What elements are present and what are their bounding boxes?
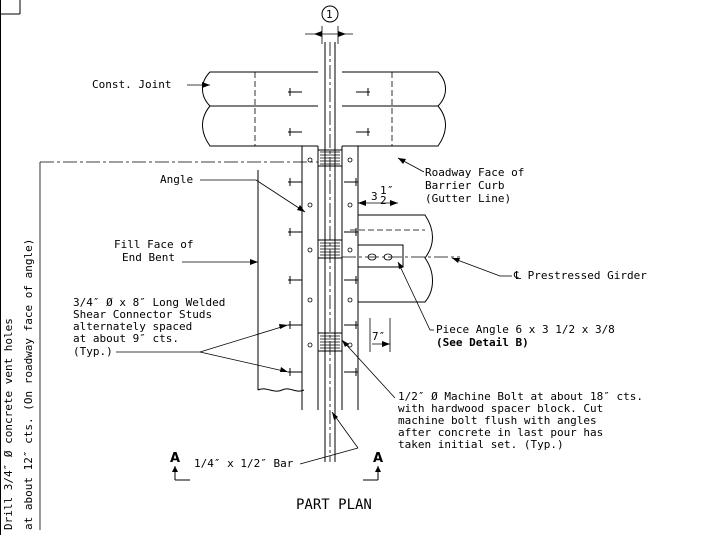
vent-holes <box>307 157 353 348</box>
svg-text:3: 3 <box>371 190 378 203</box>
svg-text:2: 2 <box>380 194 387 207</box>
svg-text:℄ Prestressed Girder: ℄ Prestressed Girder <box>513 269 647 282</box>
prestressed-girder <box>342 214 460 303</box>
svg-text:Drill 3/4″ Ø concrete vent hol: Drill 3/4″ Ø concrete vent holes <box>2 318 15 530</box>
svg-text:″: ″ <box>387 184 394 197</box>
svg-text:1/4″ x 1/2″ Bar: 1/4″ x 1/2″ Bar <box>194 457 294 470</box>
reference-callout: 1 <box>305 5 353 44</box>
svg-text:Angle: Angle <box>160 173 193 186</box>
svg-text:Shear Connector Studs: Shear Connector Studs <box>73 308 212 321</box>
svg-text:3/4″ Ø x 8″ Long Welded: 3/4″ Ø x 8″ Long Welded <box>73 296 225 309</box>
roadway-face-label: Roadway Face of Barrier Curb (Gutter Lin… <box>397 157 524 205</box>
dimension-7: 7″ <box>369 318 391 352</box>
svg-text:Fill Face of: Fill Face of <box>114 238 193 251</box>
svg-text:1/2″ Ø Machine Bolt at about 1: 1/2″ Ø Machine Bolt at about 18″ cts. <box>398 390 643 403</box>
svg-text:Const. Joint: Const. Joint <box>92 78 171 91</box>
angle-label: Angle <box>160 173 306 213</box>
svg-text:at about 9″ cts.: at about 9″ cts. <box>73 332 179 345</box>
bar-label: 1/4″ x 1/2″ Bar <box>194 411 359 470</box>
svg-text:7″: 7″ <box>372 330 385 343</box>
svg-text:Roadway Face of: Roadway Face of <box>425 166 524 179</box>
svg-text:A: A <box>170 451 180 466</box>
svg-text:End Bent: End Bent <box>122 251 175 264</box>
svg-text:(Typ.): (Typ.) <box>73 345 113 358</box>
svg-text:(Gutter Line): (Gutter Line) <box>425 192 511 205</box>
end-bent-wall <box>257 42 359 462</box>
svg-text:at about 12″ cts. (On roadway: at about 12″ cts. (On roadway face of an… <box>22 239 35 530</box>
svg-text:taken initial set. (Typ.): taken initial set. (Typ.) <box>398 438 564 451</box>
svg-text:Barrier Curb: Barrier Curb <box>425 179 504 192</box>
svg-text:(See Detail B): (See Detail B) <box>436 336 529 349</box>
piece-angle-label: Piece Angle 6 x 3 1/2 x 3/8 (See Detail … <box>397 261 615 349</box>
const-joint-label: Const. Joint <box>92 78 210 91</box>
svg-text:Piece Angle 6 x 3 1/2 x 3/8: Piece Angle 6 x 3 1/2 x 3/8 <box>436 323 615 336</box>
machine-bolt-label: 1/2″ Ø Machine Bolt at about 18″ cts. wi… <box>341 339 643 451</box>
svg-text:alternately spaced: alternately spaced <box>73 320 192 333</box>
drawing-title: PART PLAN <box>296 497 372 513</box>
fill-face-label: Fill Face of End Bent <box>114 238 258 265</box>
svg-text:1: 1 <box>326 8 333 21</box>
svg-text:after concrete in last pour ha: after concrete in last pour has <box>398 426 603 439</box>
spacer-blocks <box>317 149 343 352</box>
section-marker-left: A <box>170 451 190 481</box>
svg-text:with hardwood spacer block. Cu: with hardwood spacer block. Cut <box>398 402 603 415</box>
svg-text:1: 1 <box>380 184 387 197</box>
svg-text:machine bolt flush with angles: machine bolt flush with angles <box>398 414 597 427</box>
section-marker-right: A <box>363 451 383 481</box>
prestressed-girder-label: ℄ Prestressed Girder <box>451 257 647 282</box>
vent-dimension: Drill 3/4″ Ø concrete vent holes at abou… <box>2 161 318 530</box>
dimension-3-half: 3 1 2 ″ <box>358 184 398 207</box>
shear-studs-label: 3/4″ Ø x 8″ Long Welded Shear Connector … <box>73 296 289 373</box>
svg-text:A: A <box>373 451 383 466</box>
shear-studs <box>288 88 370 376</box>
barrier-curb <box>202 71 446 147</box>
